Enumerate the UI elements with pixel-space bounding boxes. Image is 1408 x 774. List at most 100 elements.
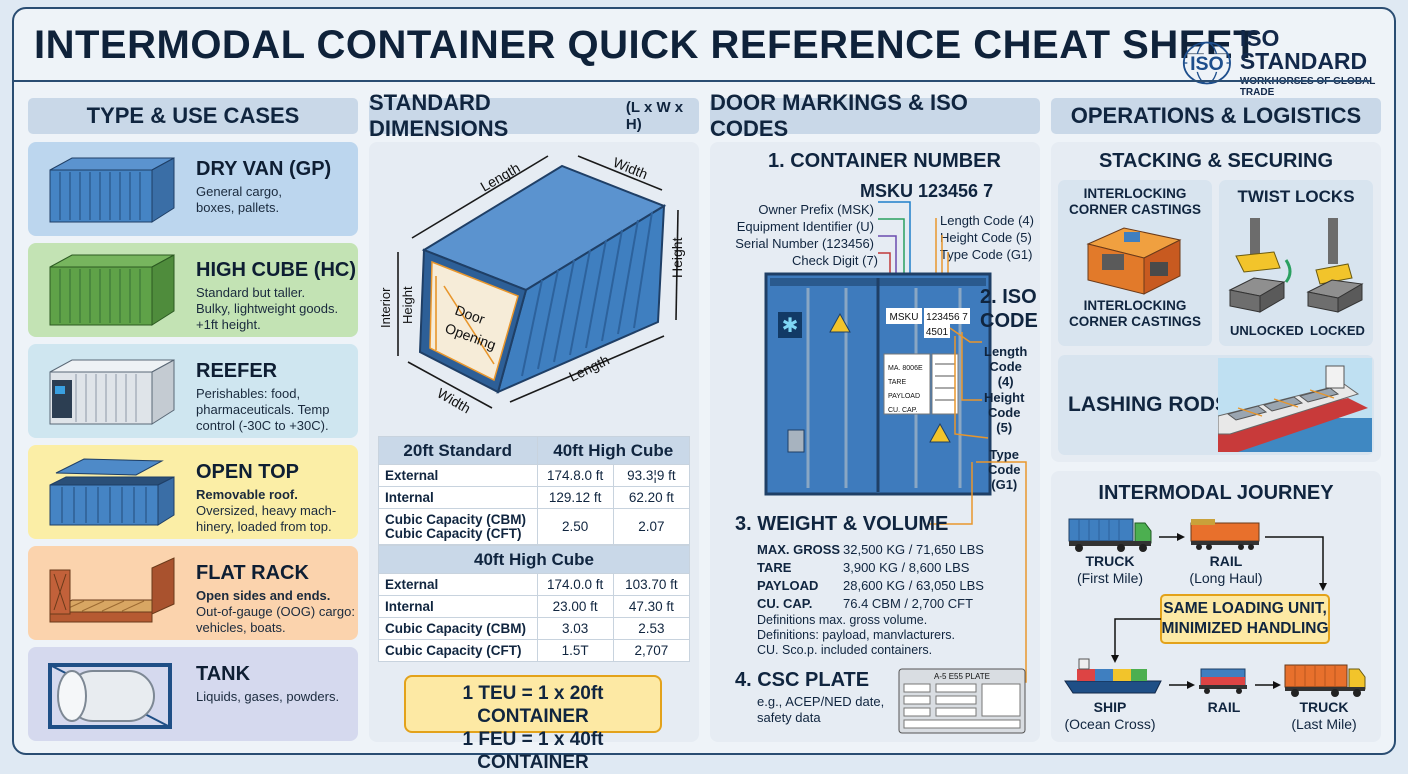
type-description: Removable roof.Oversized, heavy mach-hin… bbox=[196, 487, 337, 534]
section-iso-code-2: CODE bbox=[980, 310, 1038, 332]
logo-title: ISO STANDARD bbox=[1239, 25, 1368, 74]
section-container-number: 1. CONTAINER NUMBER bbox=[768, 150, 1001, 172]
csc-plate-title: A-5 E55 PLATE bbox=[934, 672, 990, 681]
type-name: REEFER bbox=[196, 360, 278, 382]
plate-line: CU. CAP. bbox=[888, 407, 917, 414]
type-card-open-top: OPEN TOP Removable roof.Oversized, heavy… bbox=[28, 445, 358, 539]
table-cell: 174.8.0 ft bbox=[536, 464, 614, 487]
container-number: MSKU 123456 7 bbox=[860, 181, 994, 201]
header-divider bbox=[14, 80, 1370, 82]
serial-number-label: Serial Number (123456) bbox=[735, 236, 874, 251]
type-description: Standard but taller.Bulky, lightweight g… bbox=[196, 285, 339, 332]
corner-casting-icon bbox=[1086, 227, 1182, 295]
svg-text:✱: ✱ bbox=[782, 315, 799, 337]
lashing-rods-label: LASHING RODS bbox=[1068, 393, 1230, 416]
door-serial: 123456 7 bbox=[926, 312, 968, 323]
equipment-id-label: Equipment Identifier (U) bbox=[736, 219, 874, 234]
unlocked-label: UNLOCKED bbox=[1230, 323, 1304, 338]
table-cell: 2.50 bbox=[536, 508, 614, 545]
type-description: General cargo,boxes, pallets. bbox=[196, 184, 282, 215]
journey-step-truck-2: TRUCK(Last Mile) bbox=[1291, 699, 1357, 732]
high-cube-container-icon bbox=[49, 254, 175, 326]
table-cell: Cubic Capacity (CFT) bbox=[378, 639, 538, 662]
height-left-label: Height bbox=[400, 286, 415, 324]
width-bottom-label: Width bbox=[435, 385, 474, 417]
column-header-ops: OPERATIONS & LOGISTICS bbox=[1051, 98, 1381, 134]
flat-rack-container-icon bbox=[49, 557, 175, 623]
csc-plate-description: e.g., ACEP/NED date,safety data bbox=[757, 694, 885, 725]
type-card-reefer: REEFER Perishables: food,pharmaceuticals… bbox=[28, 344, 358, 438]
type-card-tank: TANK Liquids, gases, powders. bbox=[28, 647, 358, 741]
table2-header: 40ft High Cube bbox=[378, 545, 690, 574]
twist-lock-icon bbox=[1228, 218, 1364, 313]
table-cell: 129.12 ft bbox=[536, 486, 614, 509]
type-card-high-cube: HIGH CUBE (HC) Standard but taller.Bulky… bbox=[28, 243, 358, 337]
table-cell: 3.03 bbox=[536, 617, 614, 640]
table-cell: 47.30 ft bbox=[612, 595, 691, 618]
type-name: FLAT RACK bbox=[196, 562, 309, 584]
container-dimension-diagram: Length Width Height Interior Height Door… bbox=[378, 154, 685, 417]
type-code-label: Type Code (G1) bbox=[940, 247, 1033, 262]
type-name: HIGH CUBE (HC) bbox=[196, 259, 356, 281]
check-digit-label: Check Digit (7) bbox=[792, 253, 878, 268]
page-title: INTERMODAL CONTAINER QUICK REFERENCE CHE… bbox=[34, 23, 1259, 67]
height-right-label: Height bbox=[669, 237, 685, 278]
section-csc-plate: 4. CSC PLATE bbox=[735, 669, 870, 691]
interior-label: Interior bbox=[378, 287, 393, 328]
table-cell: 23.00 ft bbox=[536, 595, 614, 618]
table-cell: 174.0.0 ft bbox=[536, 573, 614, 596]
table-cell: 1.5T bbox=[536, 639, 614, 662]
type-name: DRY VAN (GP) bbox=[196, 158, 332, 180]
type-description: Open sides and ends.Out-of-gauge (OOG) c… bbox=[196, 588, 355, 635]
table-cell: Internal bbox=[378, 595, 538, 618]
iso-logo: ISO ISO STANDARD WORKHORSES OF GLOBAL TR… bbox=[1182, 27, 1394, 98]
table-cell: 2.07 bbox=[612, 508, 691, 545]
journey-step-rail-2: RAIL bbox=[1207, 699, 1241, 715]
table1-col1-header: 20ft Standard bbox=[378, 436, 538, 465]
table-cell: 93.3¦9 ft bbox=[612, 464, 691, 487]
logo-mark: ISO bbox=[1190, 53, 1224, 75]
length-top-label: Length bbox=[478, 159, 523, 194]
lashing-ship-icon bbox=[1218, 358, 1372, 452]
column-header-door: DOOR MARKINGS & ISO CODES bbox=[710, 90, 1040, 141]
table1-col2-header: 40ft High Cube bbox=[536, 436, 690, 465]
journey-step-truck-1: TRUCK(First Mile) bbox=[1076, 553, 1144, 586]
owner-prefix-label: Owner Prefix (MSK) bbox=[758, 202, 874, 217]
table-cell: External bbox=[378, 464, 538, 487]
csc-plate-icon: A-5 E55 PLATE bbox=[898, 668, 1026, 734]
container-door-illustration: ✱ MSKU 123456 7 4501 MA. 8006E TARE PAYL… bbox=[764, 201, 1027, 683]
table-cell: 2,707 bbox=[612, 639, 691, 662]
journey-step-ship: SHIP(Ocean Cross) bbox=[1064, 699, 1156, 732]
column-header-types: TYPE & USE CASES bbox=[28, 98, 358, 134]
locked-label: LOCKED bbox=[1310, 323, 1365, 338]
door-iso-code: 4501 bbox=[926, 327, 949, 338]
same-loading-unit-callout: SAME LOADING UNIT,MINIMIZED HANDLING bbox=[1161, 600, 1329, 637]
stacking-title: STACKING & SECURING bbox=[1098, 150, 1334, 172]
table-cell: 2.53 bbox=[612, 617, 691, 640]
plate-line: PAYLOAD bbox=[888, 393, 920, 400]
tank-container-icon bbox=[48, 663, 172, 729]
section-weight-volume: 3. WEIGHT & VOLUME bbox=[735, 513, 949, 535]
type-card-dry-van: DRY VAN (GP) General cargo,boxes, pallet… bbox=[28, 142, 358, 236]
section-iso-code-1: 2. ISO bbox=[980, 286, 1037, 308]
height-code-label: Height Code (5) bbox=[940, 230, 1032, 245]
definitions-notes: Definitions max. gross volume.Definition… bbox=[757, 613, 956, 657]
table-cell: Cubic Capacity (CBM)Cubic Capacity (CFT) bbox=[378, 508, 538, 545]
door-prefix: MSKU bbox=[890, 312, 919, 323]
table-cell: External bbox=[378, 573, 538, 596]
dry-van-container-icon bbox=[49, 157, 175, 223]
type-name: TANK bbox=[196, 663, 251, 685]
journey-diagram bbox=[1064, 518, 1366, 697]
twist-locks-title: TWIST LOCKS bbox=[1237, 187, 1355, 206]
plate-line: MA. 8006E bbox=[888, 365, 923, 372]
